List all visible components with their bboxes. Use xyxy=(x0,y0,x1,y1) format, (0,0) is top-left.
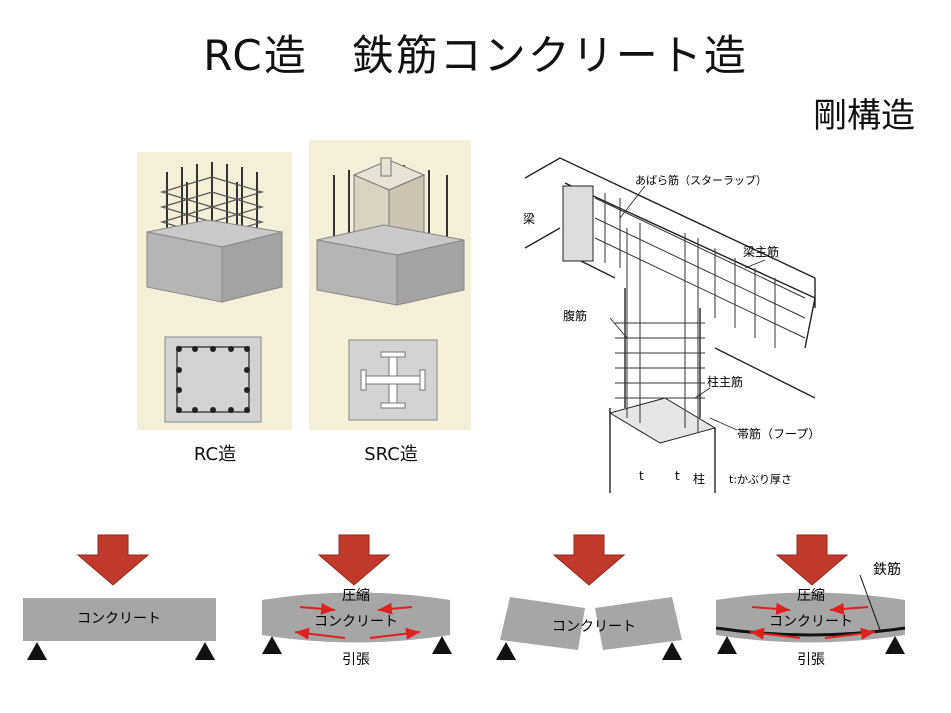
label-col-main: 柱主筋 xyxy=(707,374,743,389)
label-beam-main: 梁主筋 xyxy=(743,244,779,259)
support-left-2 xyxy=(262,636,282,654)
concrete-beam-3a xyxy=(500,597,585,650)
support-right-2 xyxy=(432,636,452,654)
label-beam: 梁 xyxy=(523,211,535,226)
support-left-3 xyxy=(496,642,516,660)
label-concrete-2: コンクリート xyxy=(314,614,398,630)
label-tension-4: 引張 xyxy=(797,652,825,668)
support-right-3 xyxy=(662,642,682,660)
label-t2: t xyxy=(675,469,680,483)
label-concrete-3: コンクリート xyxy=(552,619,636,635)
beam-column-detail: あばら筋（スターラップ） 梁 梁主筋 腹筋 柱主筋 帯筋（フープ） t t 柱 … xyxy=(515,148,845,493)
rebar-line xyxy=(715,626,906,637)
label-concrete-1: コンクリート xyxy=(77,611,161,627)
page-subtitle: 剛構造 xyxy=(813,96,915,136)
load-arrow-3 xyxy=(552,534,626,586)
rc-column-illustration xyxy=(137,152,292,430)
diagram-bent-beam: 圧縮 コンクリート 引張 xyxy=(262,534,452,668)
label-compression-2: 圧縮 xyxy=(342,588,370,604)
label-rebar: 鉄筋 xyxy=(873,561,901,578)
label-column: 柱 xyxy=(693,471,705,486)
concrete-beam-1 xyxy=(23,598,216,641)
diagram-plain-beam: コンクリート xyxy=(23,534,216,660)
diagram-reinforced-beam: 圧縮 コンクリート 引張 鉄筋 xyxy=(715,534,906,668)
concrete-beam-3b xyxy=(595,597,682,650)
src-caption: SRC造 xyxy=(364,444,418,465)
label-abara: あばら筋（スターラップ） xyxy=(635,173,767,187)
label-web: 腹筋 xyxy=(563,308,587,323)
beam-diagrams: コンクリート 圧縮 コンクリート 引張 コンクリート 圧縮 コ xyxy=(23,534,906,668)
rebar-leader xyxy=(859,574,881,631)
page-title: RC造 鉄筋コンクリート造 xyxy=(203,31,748,80)
load-arrow-1 xyxy=(76,534,150,586)
support-right-4 xyxy=(885,636,905,654)
label-hoop: 帯筋（フープ） xyxy=(737,426,820,441)
src-column-illustration xyxy=(309,140,471,430)
support-right-1 xyxy=(195,642,215,660)
rc-caption: RC造 xyxy=(193,444,237,465)
label-tension-2: 引張 xyxy=(342,652,370,668)
support-left-4 xyxy=(717,636,737,654)
label-concrete-4: コンクリート xyxy=(769,614,853,630)
label-cover: t:かぶり厚さ xyxy=(729,473,792,486)
label-compression-4: 圧縮 xyxy=(797,588,825,604)
support-left-1 xyxy=(27,642,47,660)
load-arrow-4 xyxy=(775,534,849,586)
load-arrow-2 xyxy=(317,534,391,586)
label-t1: t xyxy=(639,469,644,483)
diagram-broken-beam: コンクリート xyxy=(496,534,682,660)
